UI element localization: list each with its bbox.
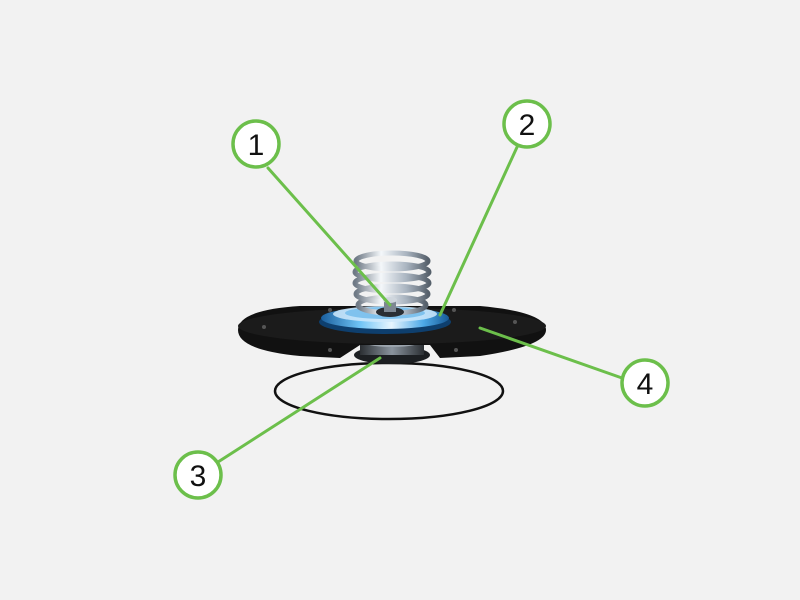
leader-line-4 (478, 326, 624, 380)
callout-4-number: 4 (637, 368, 654, 401)
callout-2: 2 (502, 99, 552, 149)
o-ring (273, 361, 505, 421)
callout-3-number: 3 (190, 460, 207, 493)
leader-line-3 (216, 356, 382, 464)
callout-4: 4 (620, 358, 670, 408)
callout-1: 1 (231, 119, 281, 169)
leader-line-2 (438, 143, 520, 317)
callout-2-number: 2 (519, 109, 536, 142)
leader-lines (216, 143, 624, 464)
callout-3: 3 (173, 450, 223, 500)
leader-line-1 (266, 166, 392, 307)
callout-1-number: 1 (248, 129, 265, 162)
